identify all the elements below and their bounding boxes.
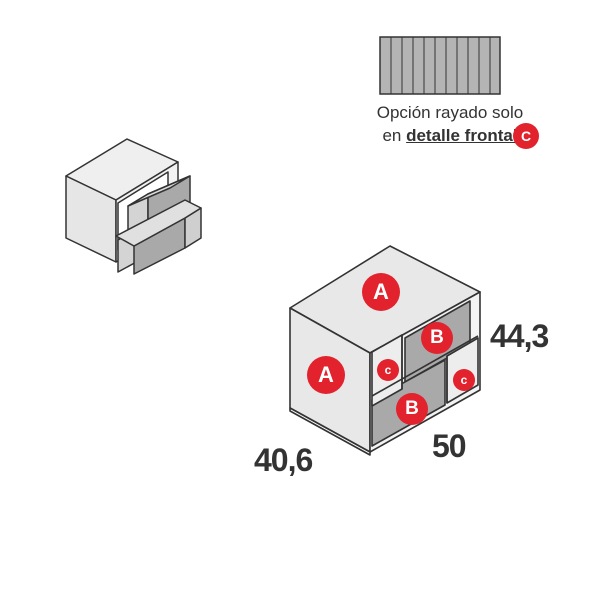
top-panel-label: A: [373, 279, 389, 304]
option-badge-label: C: [520, 128, 532, 144]
right-detail-badge: c: [453, 369, 475, 391]
right-detail-label: c: [460, 373, 468, 387]
option-caption-emphasis: detalle frontal: [406, 126, 518, 145]
option-caption-text: Opción rayado solo: [376, 103, 524, 122]
side-panel-label: A: [318, 362, 334, 387]
option-badge-c: C: [513, 123, 539, 149]
upper-drawer-badge: B: [421, 322, 453, 354]
lower-drawer-label: B: [405, 398, 419, 419]
option-caption-prefix: en: [382, 126, 402, 145]
striped-option-swatch: [379, 36, 501, 95]
left-detail-label: c: [384, 363, 392, 377]
height-dimension: 44,3: [490, 318, 549, 354]
lower-drawer-badge: B: [396, 393, 428, 425]
depth-dimension: 40,6: [254, 442, 313, 478]
option-caption-line1: Opción rayado solo: [340, 102, 560, 124]
upper-drawer-label: B: [430, 327, 444, 348]
small-open-nightstand: [65, 138, 202, 275]
top-panel-badge: A: [362, 273, 400, 311]
width-dimension: 50: [432, 428, 467, 464]
left-detail-badge: c: [377, 359, 399, 381]
side-panel-badge: A: [307, 356, 345, 394]
option-caption-line2: en detalle frontal: [340, 125, 560, 147]
